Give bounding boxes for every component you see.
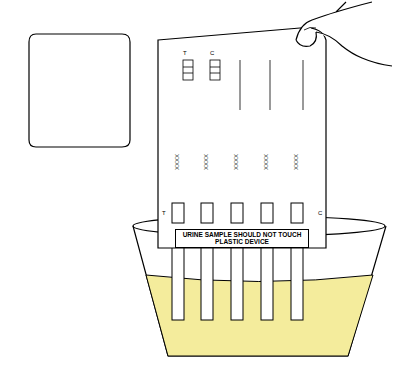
test-card [158, 28, 326, 248]
thumbnail [304, 27, 316, 30]
dip-strips [172, 246, 303, 320]
card-marking: T [183, 50, 187, 56]
card-marking: XXXX [203, 154, 209, 170]
control-windows [183, 60, 303, 110]
result-windows [172, 203, 303, 223]
card-marking: C [210, 50, 214, 56]
card-marking: T [162, 210, 166, 216]
card-marking: XXXX [233, 154, 239, 170]
hand [296, 2, 392, 66]
card-marking: XXXX [263, 154, 269, 170]
cap-card [29, 34, 130, 147]
card-marking: XXXX [293, 154, 299, 170]
warning-box: URINE SAMPLE SHOULD NOT TOUCH PLASTIC DE… [175, 229, 309, 248]
card-marking: C [318, 210, 322, 216]
warning-text: URINE SAMPLE SHOULD NOT TOUCH PLASTIC DE… [179, 231, 305, 246]
card-marking: XXXX [174, 154, 180, 170]
